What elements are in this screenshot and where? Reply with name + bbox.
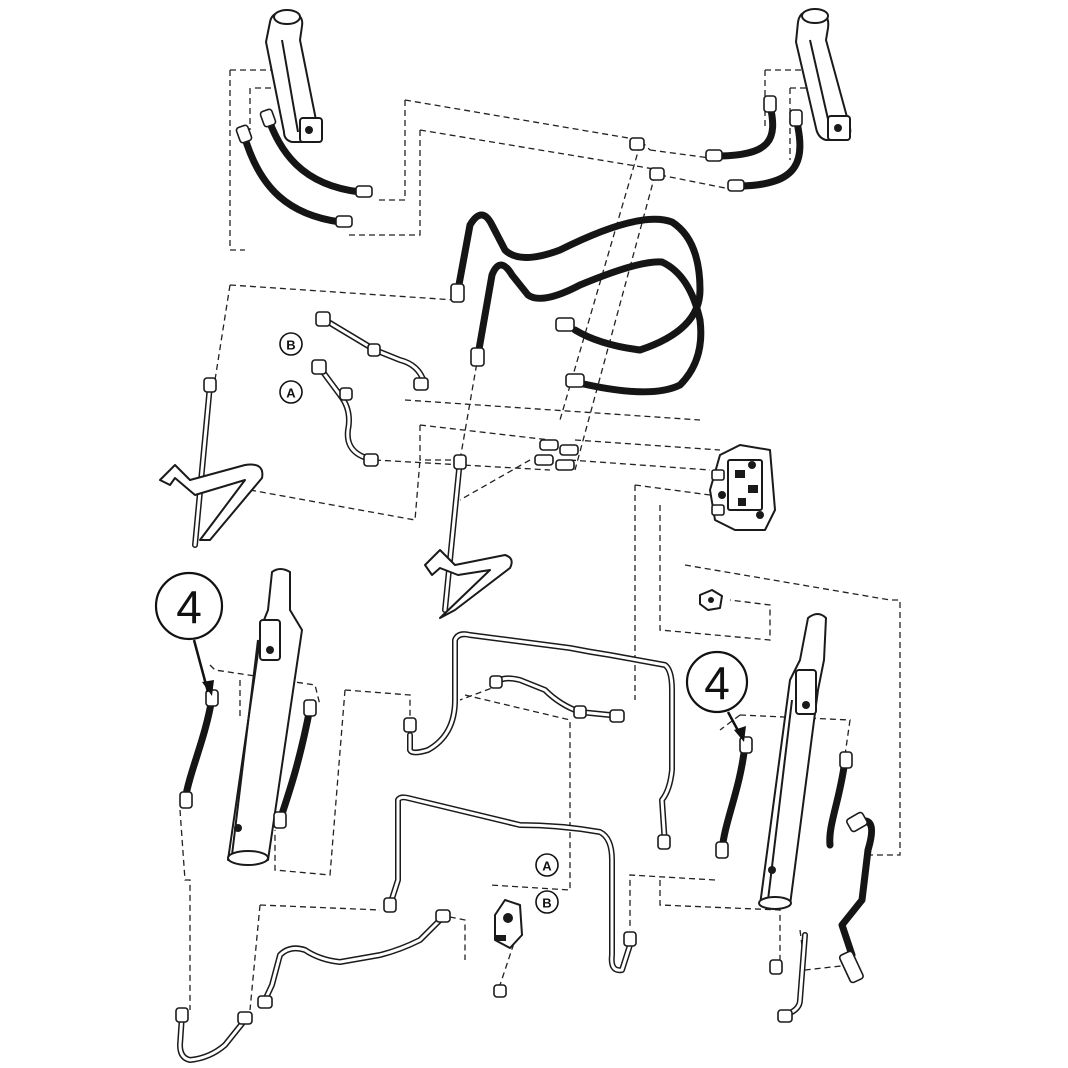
valve-fittings — [534, 439, 579, 471]
lower-right-hoses — [715, 736, 875, 1023]
tee-fitting — [699, 589, 723, 611]
port-label-lower-b-text: B — [542, 896, 551, 911]
main-loop-hoses — [450, 211, 705, 396]
port-label-upper-b: B — [279, 332, 303, 356]
top-right-hoses — [629, 95, 804, 192]
top-left-cylinder — [265, 9, 323, 143]
center-tube-bracket — [424, 454, 513, 619]
callout-left-4: 4 — [154, 571, 224, 696]
lower-hard-tubes — [175, 794, 637, 1063]
port-label-lower-a: A — [535, 853, 559, 877]
top-left-hoses — [235, 108, 373, 228]
port-label-upper-b-text: B — [286, 338, 295, 353]
lower-left-hoses — [179, 689, 317, 829]
port-label-upper-a-text: A — [286, 386, 296, 401]
port-label-lower-a-text: A — [542, 859, 552, 874]
callout-right-4: 4 — [685, 650, 749, 742]
lower-right-cylinder — [758, 613, 827, 910]
center-hard-tubes — [403, 631, 675, 850]
top-right-cylinder — [795, 8, 852, 141]
relief-valve-block — [493, 899, 523, 998]
lower-left-cylinder — [227, 568, 303, 866]
port-label-upper-a: A — [279, 380, 303, 404]
port-tubes-upper — [311, 311, 429, 467]
port-label-lower-b: B — [535, 890, 559, 914]
control-valve — [709, 444, 776, 531]
callout-left-label: 4 — [176, 581, 202, 633]
left-tube-bracket — [159, 377, 264, 548]
callout-right-label: 4 — [704, 657, 730, 709]
